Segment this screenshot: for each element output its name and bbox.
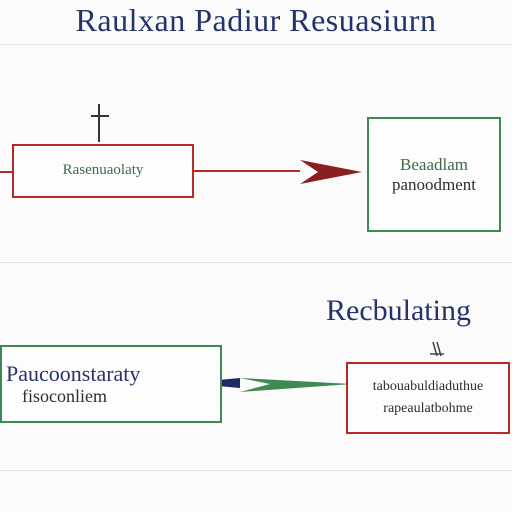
diagram-title: Raulxan Padiur Resuasiurn [75,2,437,38]
divider-bottom [0,470,512,471]
bottom-right-box: tabouabuldiaduthue rapeaulatbohme [346,362,510,434]
bottom-left-box-line1: Paucoonstaraty [6,361,141,386]
divider-top [0,44,512,45]
bottom-right-box-line2: rapeaulatbohme [383,401,473,416]
bottom-left-box: Paucoonstaraty fisoconliem [0,345,222,423]
top-right-box: Beaadlam panoodment [367,117,501,232]
bottom-right-box-line1: tabouabuldiaduthue [372,378,484,394]
top-left-box: Rasenuaolaty [12,144,194,198]
bottom-left-box-line2: fisoconliem [22,386,107,407]
top-arrow-head [300,160,362,184]
top-right-box-line2: panoodment [391,174,477,194]
bottom-arrow-head [240,378,352,392]
divider-middle [0,262,512,263]
section-title: Recbulating [326,294,471,327]
top-right-box-line1: Beaadlam [400,154,468,174]
top-left-box-label: Rasenuaolaty [62,162,144,179]
annotation-mark [430,341,444,357]
